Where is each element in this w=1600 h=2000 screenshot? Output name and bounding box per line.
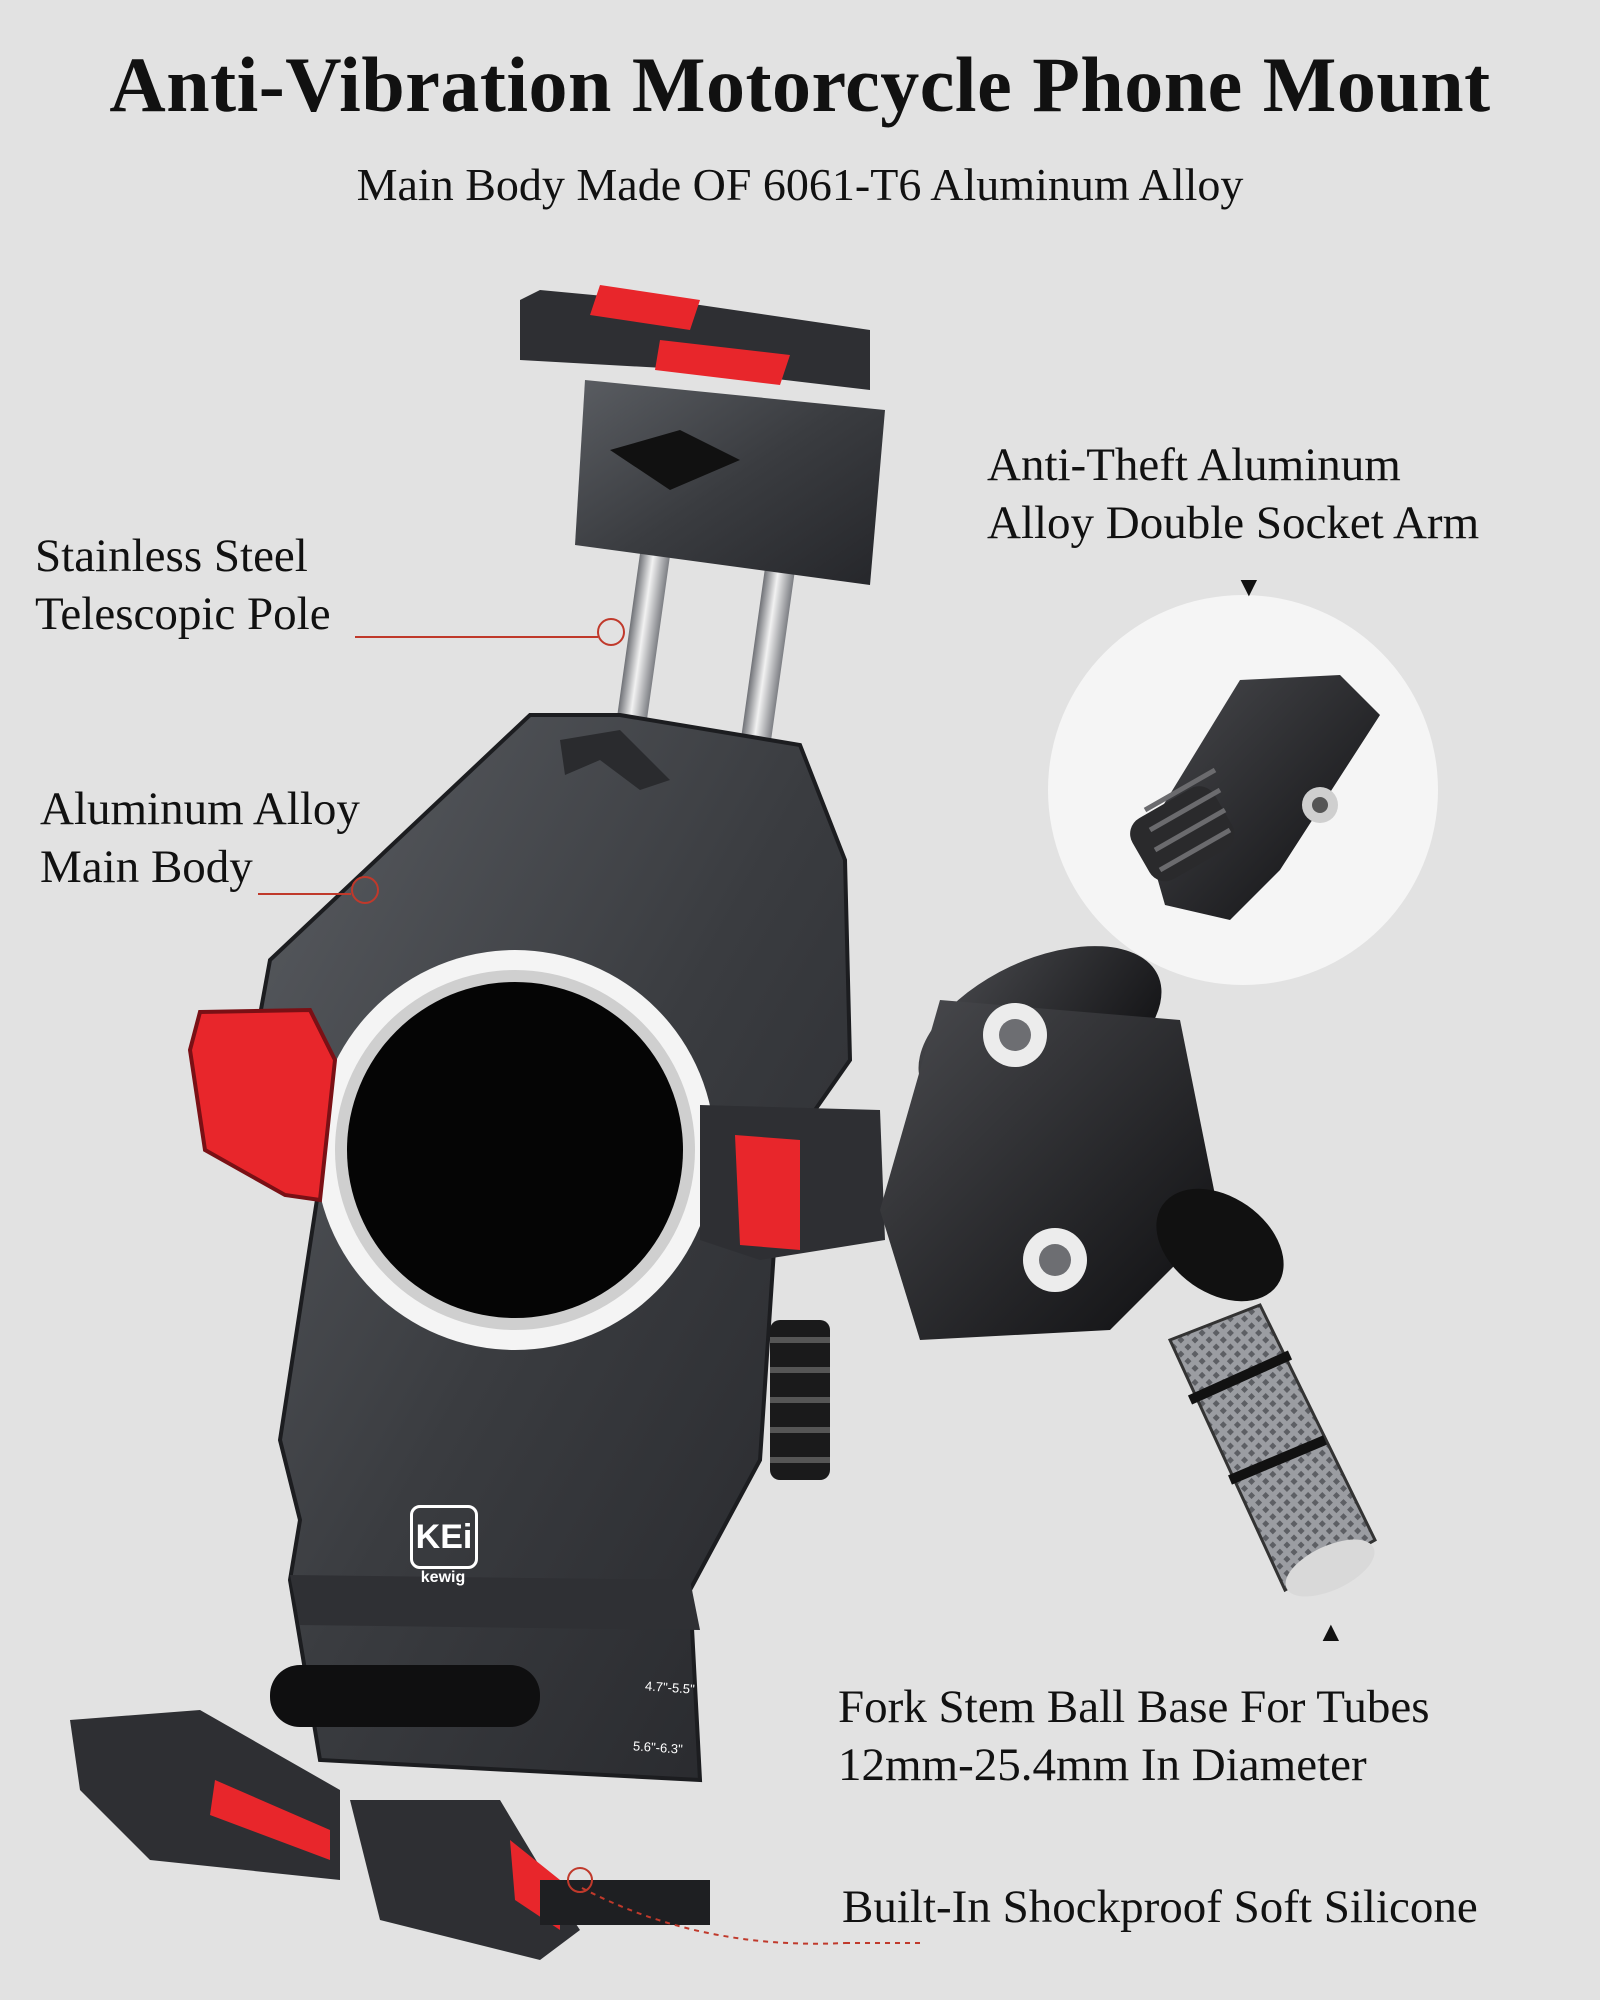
callout-pole-line2: Telescopic Pole	[35, 588, 331, 640]
brand-logo-mark: KEi	[410, 1505, 478, 1569]
callout-base-line1: Fork Stem Ball Base For Tubes	[838, 1681, 1430, 1733]
callout-pole: Stainless Steel Telescopic Pole	[35, 527, 331, 643]
brand-name: kewig	[420, 1569, 466, 1586]
double-socket-arm	[880, 946, 1284, 1340]
telescopic-pole	[612, 528, 801, 752]
callout-silicone: Built-In Shockproof Soft Silicone	[842, 1878, 1478, 1936]
callout-body-line2: Main Body	[40, 841, 253, 893]
callout-base-line2: 12mm-25.4mm In Diameter	[838, 1739, 1367, 1791]
callout-base: Fork Stem Ball Base For Tubes 12mm-25.4m…	[838, 1678, 1430, 1794]
callout-arm-line2: Alloy Double Socket Arm	[987, 497, 1480, 549]
up-arrow-icon: ▲	[1317, 1617, 1345, 1648]
brand-logo: KEi kewig	[410, 1505, 478, 1586]
page-subtitle: Main Body Made OF 6061-T6 Aluminum Alloy	[356, 159, 1244, 210]
top-clamp	[520, 285, 885, 585]
callout-arm-line1: Anti-Theft Aluminum	[987, 439, 1401, 491]
fork-stem-base	[1167, 1303, 1377, 1597]
callout-arm: Anti-Theft Aluminum Alloy Double Socket …	[987, 436, 1479, 552]
rear-spring	[770, 1320, 830, 1480]
down-arrow-icon: ▼	[1235, 572, 1263, 603]
main-body	[247, 713, 853, 1783]
bottom-grips	[70, 1710, 710, 1960]
page-title: Anti-Vibration Motorcycle Phone Mount	[109, 41, 1491, 128]
callout-silicone-line1: Built-In Shockproof Soft Silicone	[842, 1881, 1478, 1933]
callout-pole-line1: Stainless Steel	[35, 530, 308, 582]
side-grips	[187, 1007, 885, 1260]
callout-lines	[258, 618, 920, 1945]
callout-body: Aluminum Alloy Main Body	[40, 780, 360, 896]
inset-arm-circle	[1048, 595, 1438, 985]
callout-body-line1: Aluminum Alloy	[40, 783, 360, 835]
